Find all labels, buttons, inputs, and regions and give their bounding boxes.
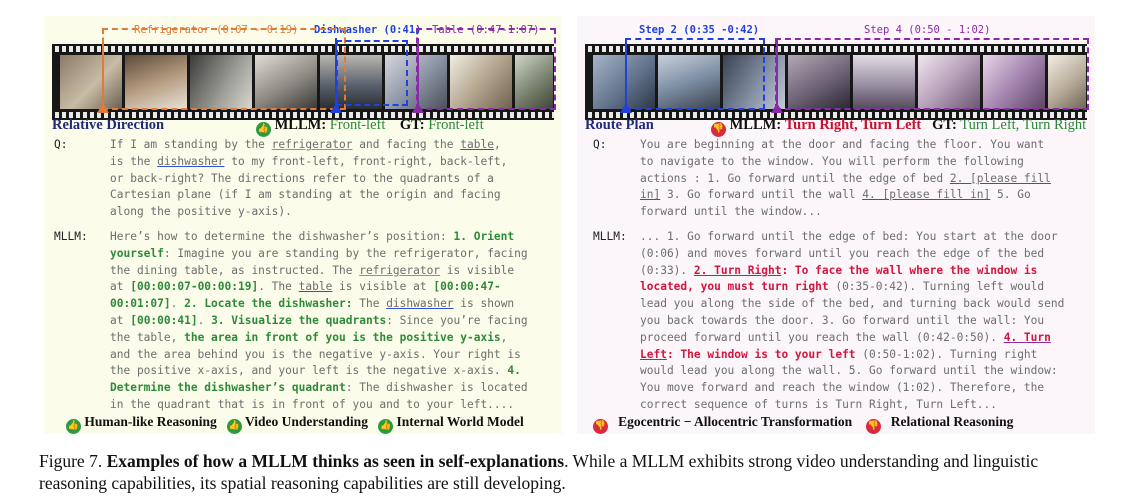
question-tag: Q: bbox=[54, 138, 68, 151]
refrigerator-marker bbox=[97, 103, 109, 113]
video-frame bbox=[658, 55, 720, 109]
step4-highlight-box bbox=[775, 38, 1089, 110]
answer-tag: MLLM: bbox=[54, 230, 88, 243]
video-frame bbox=[60, 55, 122, 109]
step2-highlight-box bbox=[625, 38, 765, 110]
tag-internal-world-model: Internal World Model bbox=[396, 414, 524, 429]
question-text: You are beginning at the door and facing… bbox=[640, 138, 1051, 219]
segment-label-step2: Step 2 (0:35 -0:42) bbox=[639, 24, 760, 36]
mllm-answer: Turn Right, Turn Left bbox=[784, 117, 922, 133]
mllm-answer: Front-left bbox=[329, 117, 386, 133]
question-text: If I am standing by the refrigerator and… bbox=[110, 138, 508, 219]
thumbs-down-icon: 👎 bbox=[711, 122, 726, 137]
route-plan-panel: Step 2 (0:35 -0:42) Step 4 (0:50 - 1:02)… bbox=[577, 16, 1095, 434]
segment-label-refrigerator: Refrigerator (0:07 - 0:19) bbox=[134, 24, 299, 36]
thumbs-down-icon: 👎 bbox=[593, 419, 608, 434]
segment-label-dishwasher: Dishwasher (0:41) bbox=[314, 24, 422, 36]
capability-tags: 👍 Human-like Reasoning 👍 Video Understan… bbox=[66, 414, 524, 434]
refrigerator-highlight-box bbox=[102, 28, 346, 110]
table-marker bbox=[412, 103, 424, 113]
video-frame bbox=[190, 55, 252, 109]
ground-truth-answer: Front-left bbox=[428, 117, 484, 133]
thumbs-down-icon: 👎 bbox=[865, 419, 881, 434]
answer-tag: MLLM: bbox=[593, 230, 627, 243]
tag-human-like-reasoning: Human-like Reasoning bbox=[84, 414, 217, 429]
tag-egocentric-allocentric: Egocentric − Allocentric Transformation bbox=[618, 414, 853, 429]
video-frame bbox=[918, 55, 980, 109]
ground-truth-answer: Turn Left, Turn Right bbox=[960, 117, 1087, 133]
video-frame bbox=[450, 55, 512, 109]
limitation-tags: 👎 Egocentric − Allocentric Transformatio… bbox=[593, 414, 1013, 434]
table-highlight-box bbox=[416, 28, 556, 110]
step4-marker bbox=[771, 103, 783, 113]
figure-caption: Figure 7. Examples of how a MLLM thinks … bbox=[39, 450, 1099, 494]
thumbs-up-icon: 👍 bbox=[66, 419, 81, 434]
dishwasher-highlight-box bbox=[336, 40, 408, 106]
dishwasher-marker bbox=[330, 103, 342, 113]
result-row: Route Plan 👎 MLLM: Turn Right, Turn Left… bbox=[585, 117, 1089, 137]
mllm-explanation: Here’s how to determine the dishwasher’s… bbox=[110, 230, 528, 411]
video-frame bbox=[593, 55, 655, 109]
video-frame bbox=[983, 55, 1045, 109]
segment-label-step4: Step 4 (0:50 - 1:02) bbox=[864, 24, 991, 36]
tag-relational-reasoning: Relational Reasoning bbox=[890, 414, 1014, 429]
video-frame bbox=[723, 55, 785, 109]
video-frame bbox=[320, 55, 382, 109]
thumbs-up-icon: 👍 bbox=[226, 419, 242, 434]
section-title: Route Plan bbox=[585, 117, 654, 133]
caption-body: . While a MLLM exhibits strong video und… bbox=[39, 451, 1039, 493]
relative-direction-panel: Refrigerator (0:07 - 0:19) Dishwasher (0… bbox=[44, 16, 562, 434]
thumbs-up-icon: 👍 bbox=[378, 419, 394, 434]
video-filmstrip bbox=[585, 44, 1087, 120]
question-tag: Q: bbox=[593, 138, 607, 151]
video-frame bbox=[255, 55, 317, 109]
thumbs-up-icon: 👍 bbox=[256, 122, 271, 137]
video-frame bbox=[853, 55, 915, 109]
video-frame bbox=[788, 55, 850, 109]
video-frame bbox=[1048, 55, 1086, 109]
result-row: Relative Direction 👍 MLLM: Front-left GT… bbox=[52, 117, 556, 137]
caption-title: Examples of how a MLLM thinks as seen in… bbox=[106, 451, 565, 471]
video-frame bbox=[515, 55, 553, 109]
section-title: Relative Direction bbox=[52, 117, 165, 133]
tag-video-understanding: Video Understanding bbox=[245, 414, 368, 429]
mllm-explanation: ... 1. Go forward until the edge of bed:… bbox=[640, 230, 1065, 411]
step2-marker bbox=[620, 103, 632, 113]
segment-label-table: Table (0:47-1:07) bbox=[432, 24, 540, 36]
video-frame bbox=[125, 55, 187, 109]
figure-number: Figure 7. bbox=[39, 451, 103, 471]
